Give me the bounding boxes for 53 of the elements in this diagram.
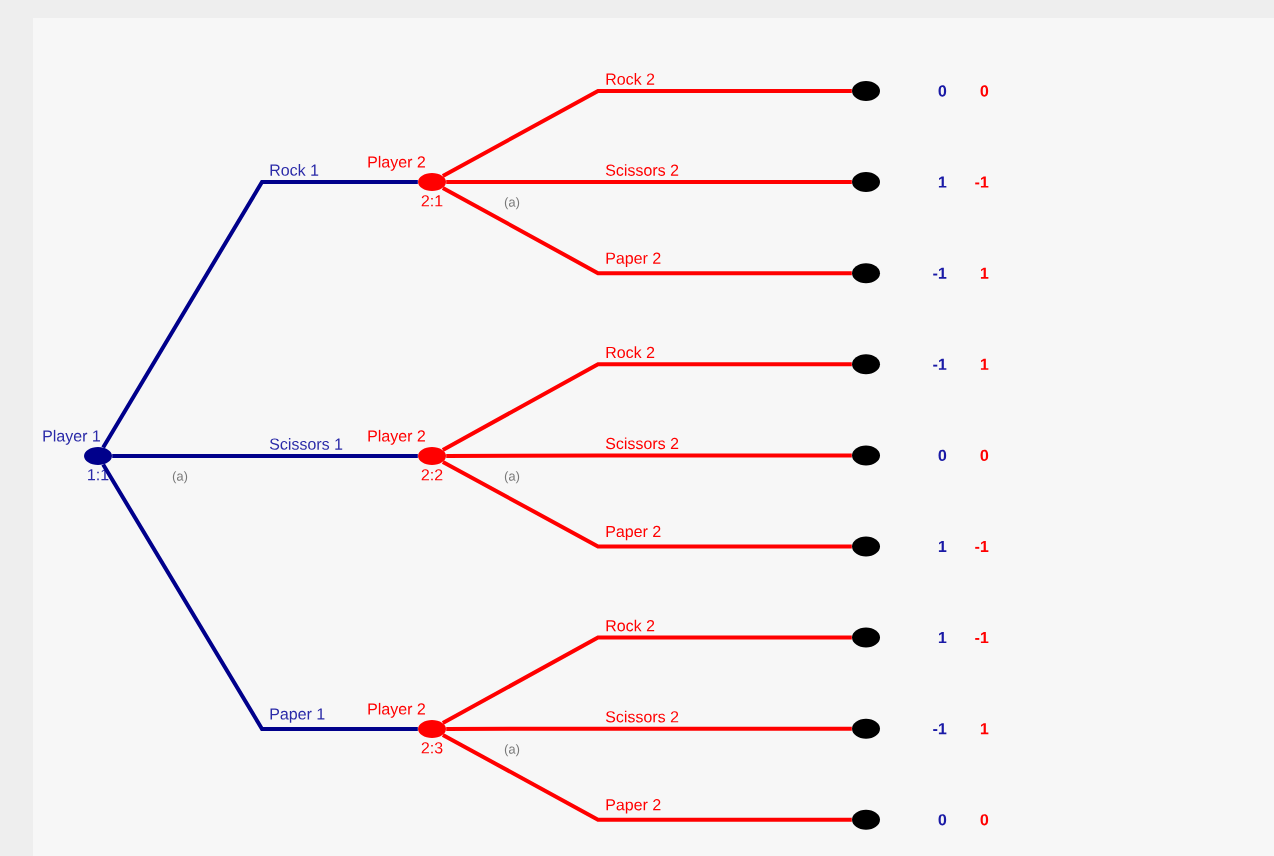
faint-label: (a) [504,471,520,484]
payoff-value: 0 [938,814,947,826]
edge-label: Scissors 2 [605,710,679,723]
payoff-value: 1 [938,541,947,552]
branch-line [446,726,852,731]
payoff-value: -1 [933,267,947,279]
payoff-value: -1 [933,358,947,370]
player-label: Player 2 [368,155,425,171]
payoff-value: 1 [980,267,989,279]
player-label: Player 2 [368,429,425,445]
payoff-value: 1 [980,723,989,735]
payoff-value: 0 [938,85,947,97]
payoff-value: 1 [938,632,947,644]
payoff-value: 0 [980,449,989,462]
branch-line [101,180,418,449]
branch-line [112,454,418,458]
edge-label: Rock 1 [270,164,319,176]
payoff-value: -1 [933,723,947,735]
branch-line [441,635,852,725]
payoff-value: 0 [980,814,989,826]
payoff-value: 0 [938,449,947,462]
branch-line [441,362,852,452]
branch-line [441,733,852,822]
payoff-value: -1 [975,541,989,552]
payoff-value: 1 [980,358,989,370]
payoff-value: -1 [975,632,989,644]
edge-label: Rock 2 [606,346,655,359]
node-number: 2:3 [421,742,443,754]
faint-label: (a) [172,471,188,484]
edge-label: Paper 1 [270,708,325,723]
payoff-value: 0 [980,85,989,97]
branch-line [441,186,852,276]
faint-label: (a) [504,744,520,757]
edge-label: Scissors 1 [269,438,343,450]
edge-label: Paper 2 [606,799,661,814]
edge-label: Rock 2 [606,73,655,85]
node-number: 2:2 [421,469,443,481]
payoff-value: -1 [975,176,989,188]
branch-line [446,180,852,185]
edge-label: Scissors 2 [605,164,679,176]
payoff-value: 1 [938,176,947,188]
edge-label: Rock 2 [606,619,655,632]
edge-label: Paper 2 [606,525,661,541]
faint-label: (a) [504,197,520,210]
player-label: Player 1 [43,429,100,445]
edge-label: Paper 2 [606,252,661,267]
branch-line [441,460,852,549]
branch-line [441,89,852,178]
edge-label: Scissors 2 [605,437,679,450]
branch-line [446,453,852,458]
branch-line [101,463,418,731]
player-label: Player 2 [368,702,425,718]
node-number: 2:1 [421,195,443,207]
